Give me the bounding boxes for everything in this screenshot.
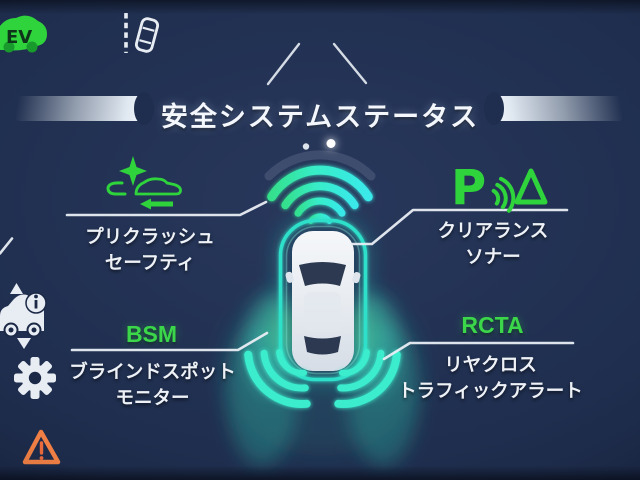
road-lines <box>266 42 368 86</box>
parking-sonar-icon: P <box>451 160 548 216</box>
warning-triangle-icon <box>22 429 61 465</box>
bsm-label-line1: ブラインドスポット <box>69 361 236 382</box>
clearance-sonar-label-line1: クリアランス <box>437 220 549 241</box>
windshield <box>299 262 346 286</box>
rear-window <box>304 336 341 355</box>
edge-partial-stroke <box>0 237 14 255</box>
clearance-sonar-label-line2: ソナー <box>465 246 521 267</box>
bsm-label-line2: モニター <box>115 387 190 408</box>
pre-collision-label: プリクラッシュ セーフティ <box>55 224 245 276</box>
lane-departure-icon <box>124 13 160 53</box>
sidebar-item-vehicle-info[interactable] <box>0 283 47 349</box>
rcta-label-line2: トラフィックアラート <box>398 380 583 401</box>
page-title: 安全システムステータス <box>160 102 480 132</box>
pre-collision-icon <box>106 156 182 210</box>
parking-sonar-letter: P <box>451 160 486 216</box>
scroll-up-icon[interactable] <box>10 283 23 294</box>
ev-badge-label: EV <box>6 27 32 48</box>
bsm-abbreviation: BSM <box>125 321 178 347</box>
gear-icon <box>14 357 56 399</box>
front-sonar-waves <box>267 165 373 224</box>
rcta-label-line1: リヤクロス <box>444 354 537 375</box>
ev-badge: EV <box>0 15 47 53</box>
sensor-dot <box>302 143 310 150</box>
pre-collision-label-line2: セーフティ <box>104 252 196 273</box>
rcta-label: リヤクロス トラフィックアラート <box>393 352 588 404</box>
ego-car-top-view <box>285 231 361 371</box>
sidebar-item-settings[interactable] <box>14 357 56 399</box>
sidebar-item-warning[interactable] <box>22 429 61 465</box>
title-ribbon-right <box>484 92 622 125</box>
bsm-label: ブラインドスポット モニター <box>55 359 250 411</box>
sensor-dot-glowing <box>326 139 336 148</box>
clearance-sonar-label: クリアランス ソナー <box>405 218 581 270</box>
title-ribbon-left <box>16 92 154 125</box>
pre-collision-label-line1: プリクラッシュ <box>85 226 215 247</box>
rcta-abbreviation: RCTA <box>461 312 524 338</box>
car-info-icon <box>0 292 47 338</box>
scroll-down-icon[interactable] <box>17 338 31 349</box>
